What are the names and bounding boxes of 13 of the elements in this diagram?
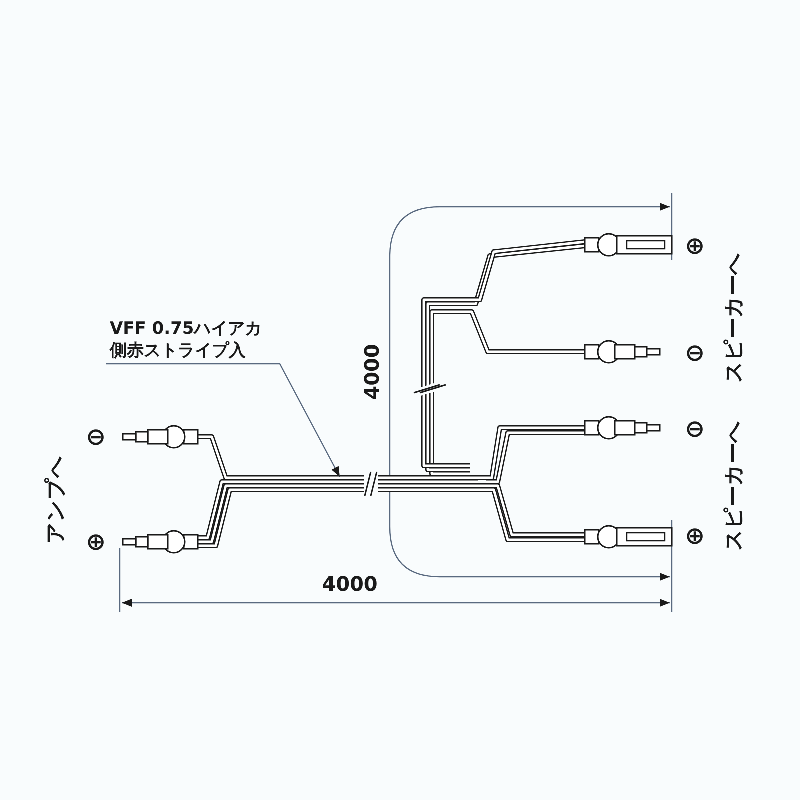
plus-sign: ⊕ xyxy=(86,530,106,554)
minus-sign: ⊖ xyxy=(684,341,706,365)
dimension-value: 4000 xyxy=(322,574,378,594)
destination-label: スピーカーへ xyxy=(724,421,744,551)
destination-label: スピーカーへ xyxy=(724,253,744,383)
cable-spec-label: VFF 0.75ハイアカ側赤ストライプ入 xyxy=(110,318,266,362)
plus-sign: ⊕ xyxy=(684,524,706,548)
dimension-value: 4000 xyxy=(362,344,382,400)
minus-sign: ⊖ xyxy=(684,417,706,441)
destination-label: アンプへ xyxy=(46,456,66,544)
minus-sign: ⊖ xyxy=(86,425,106,449)
plus-sign: ⊕ xyxy=(684,234,706,258)
leader-line xyxy=(106,363,341,478)
